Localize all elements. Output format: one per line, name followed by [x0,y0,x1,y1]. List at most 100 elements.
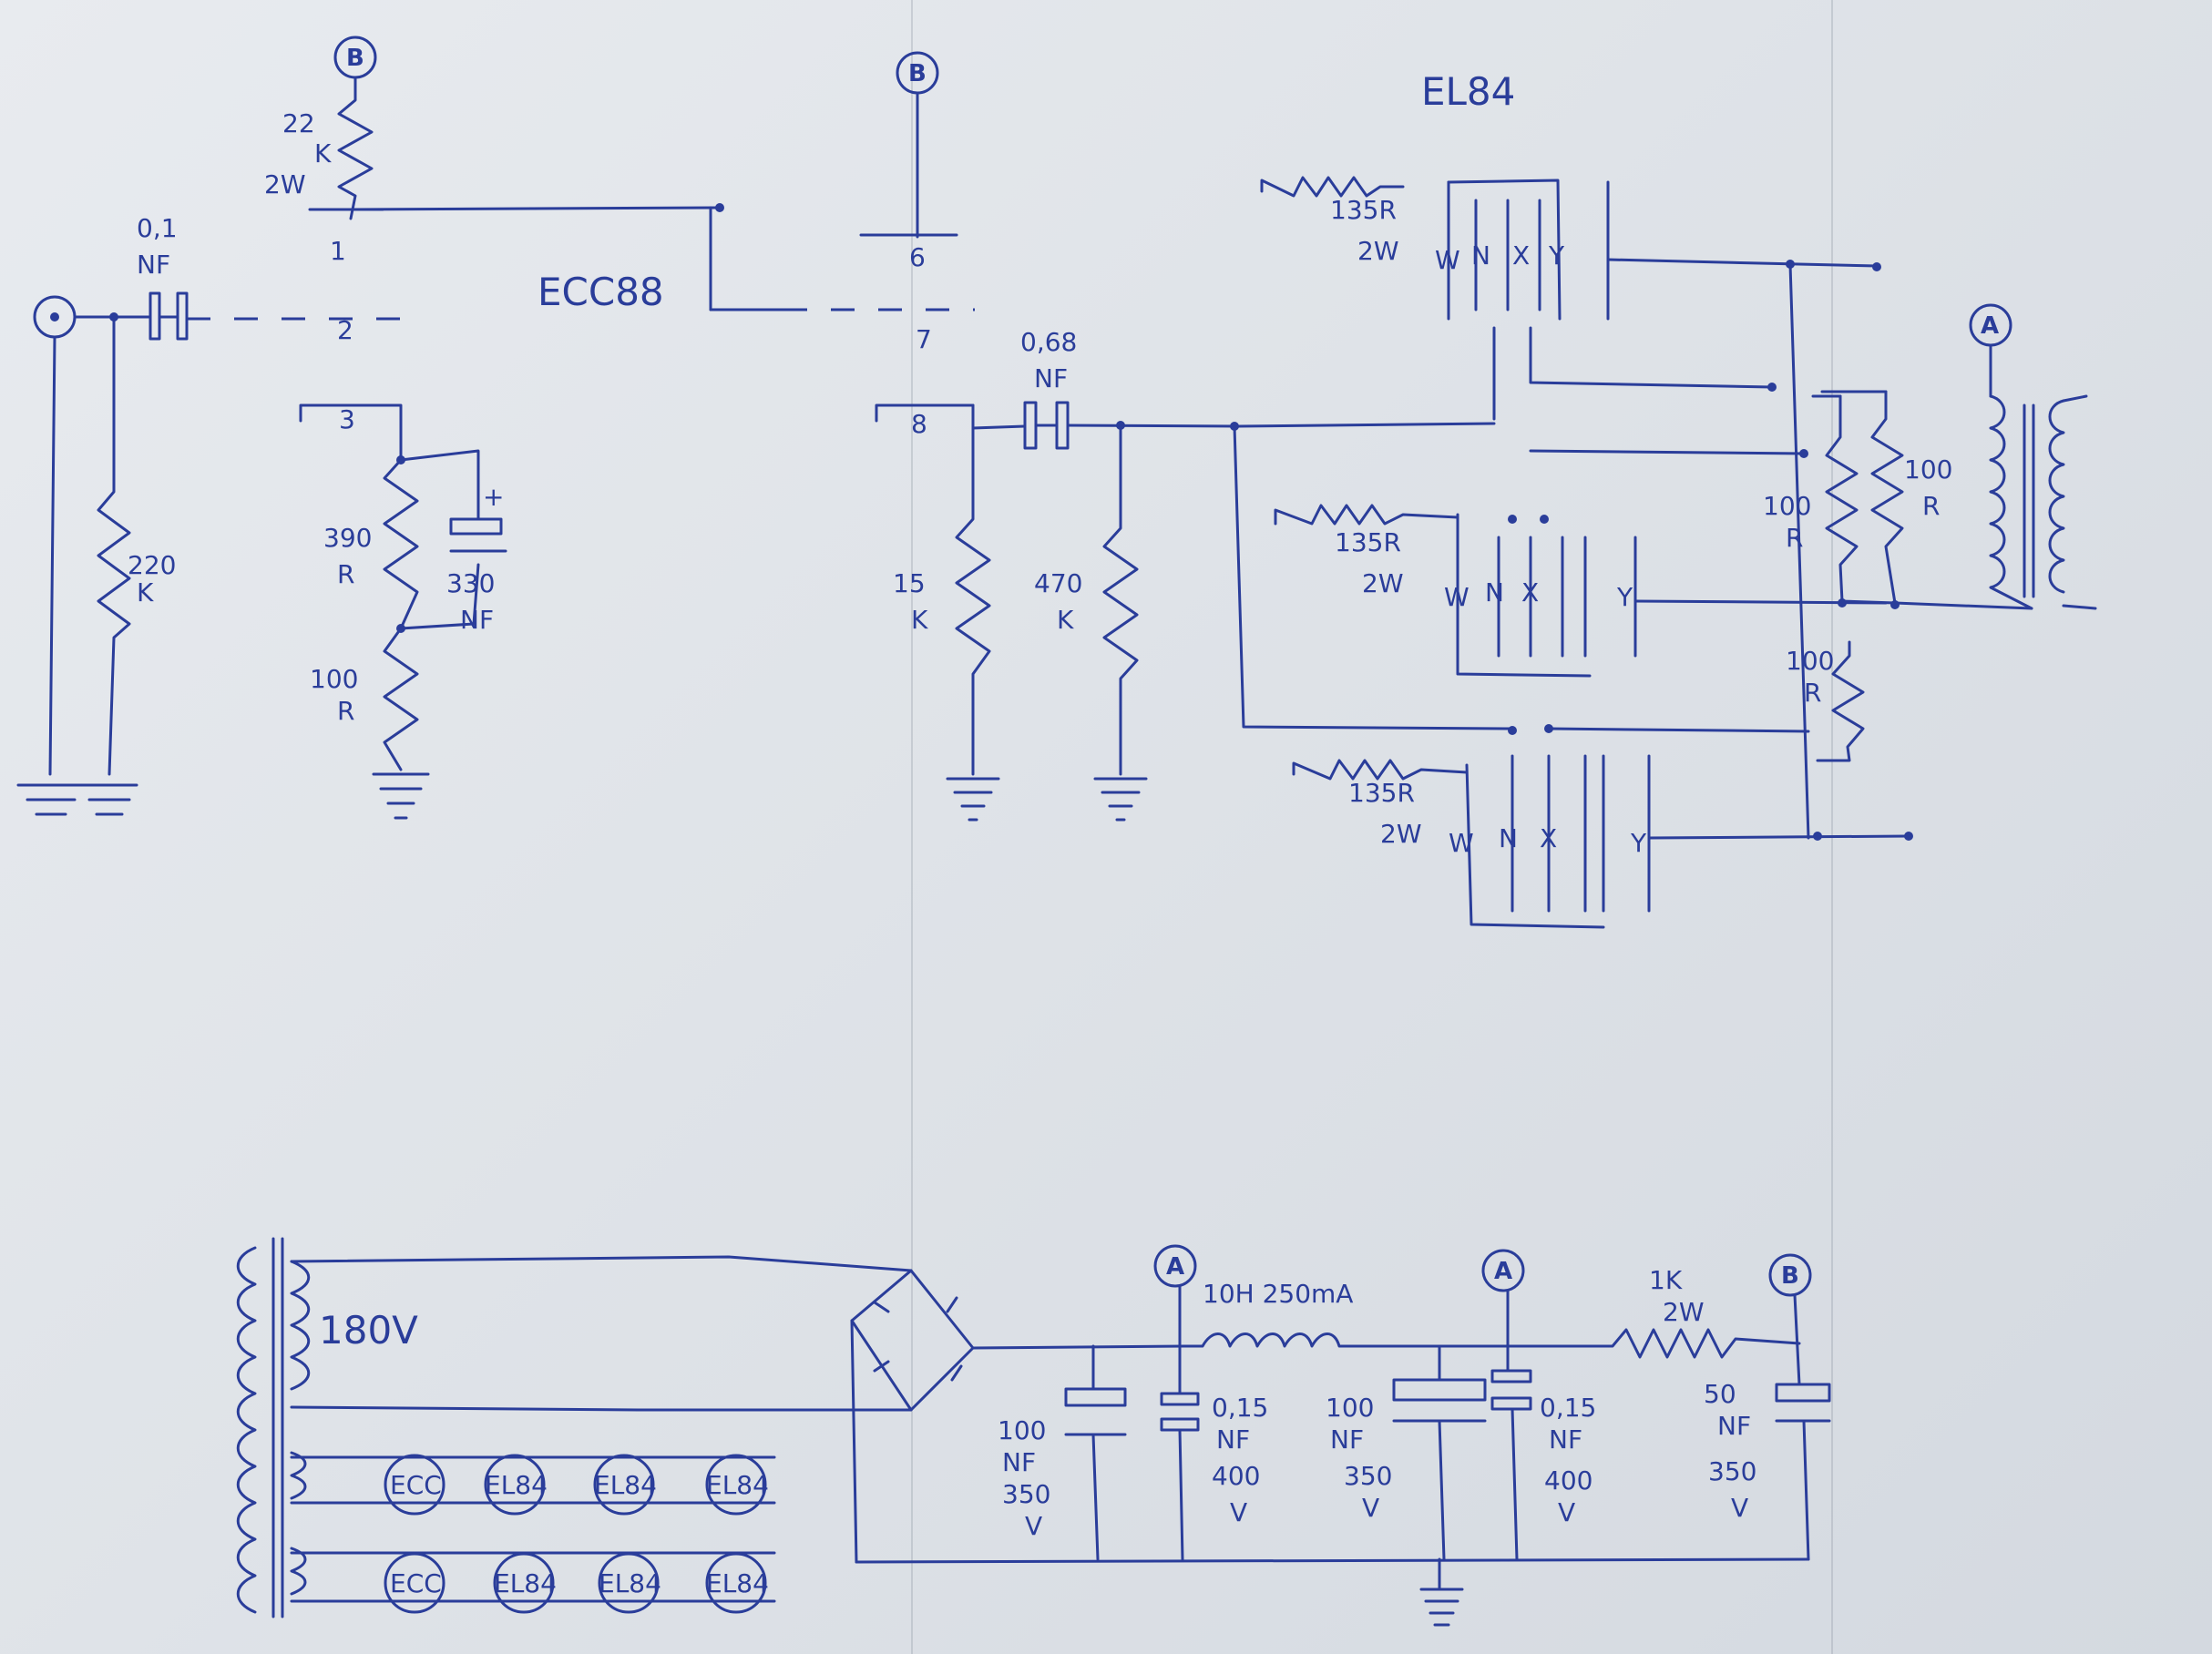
c3-voltage: 350 [1344,1461,1392,1491]
pin-mark-n: N [1499,823,1518,853]
el84-tube-3: 135R 2W W N X Y [1292,724,1910,929]
c2-unit: NF [1216,1424,1250,1455]
input-cap-unit: NF [137,250,170,280]
screen-r2-value: 100 [1904,454,1952,485]
plate-r1-value: 22 [282,108,315,138]
cathode-r-unit: R [1804,678,1821,708]
screen-r2-unit: R [1922,491,1940,521]
screen-r1-value: 100 [1763,491,1811,521]
cathode-cap-plus: + [483,482,504,512]
input-grid-resistor: 220 K [80,315,176,816]
pin-3: 3 [339,404,355,434]
grid-stopper-1-value: 135R [1330,195,1397,225]
heater-ecc-2: ECC [390,1568,442,1598]
c5-value: 50 [1704,1379,1736,1409]
c1-value: 100 [998,1415,1046,1445]
pin-mark-x: X [1521,577,1539,607]
c5-volt-unit: V [1731,1493,1748,1523]
heater-el84-2: EL84 [594,1470,657,1500]
grid-bus [1237,422,1496,428]
heater-el84-4: EL84 [494,1568,557,1598]
node-b-label: B [908,60,927,87]
c1-unit: NF [1002,1447,1036,1477]
pin-mark-y: Y [1630,828,1647,858]
stage2-cathode-resistor: 15 K [893,403,1000,822]
heater-el84-1: EL84 [485,1470,548,1500]
choke-value: 10H 250mA [1203,1279,1353,1309]
pin-mark-y: Y [1616,582,1633,612]
pin-mark-y: Y [1548,240,1565,271]
c3-volt-unit: V [1362,1493,1379,1523]
input-capacitor: 0,1 NF [137,213,189,341]
node-b-label: B [1781,1262,1799,1290]
paper-fold [1831,0,1833,1654]
grid-stopper-2-watt: 2W [1362,568,1404,598]
grid-stopper-1-watt: 2W [1357,236,1399,266]
cathode-r2-value: 100 [310,664,358,694]
node-a-label: A [1494,1258,1512,1285]
c3-value: 100 [1326,1393,1374,1423]
c3-unit: NF [1330,1424,1364,1455]
secondary-voltage: 180V [319,1308,418,1353]
c4-volt-unit: V [1558,1497,1575,1527]
c1-volt-unit: V [1025,1511,1042,1541]
c4-value: 0,15 [1540,1393,1596,1423]
pin-mark-n: N [1471,240,1490,271]
el84-tube-1: 135R 2W W N X Y [1260,176,1881,421]
input-grid-r-unit: K [137,577,154,607]
triode-1-cathode: 3 + 390 R 330 NF 100 R [299,403,507,820]
paper-fold [911,0,913,1654]
heater-el84-5: EL84 [599,1568,661,1598]
coupling-cap-unit: NF [1034,363,1068,393]
node-b-label: B [346,45,364,72]
pin-mark-w: W [1435,245,1460,275]
heater-ecc-1: ECC [390,1470,442,1500]
grid-bus-lower [1233,424,1514,730]
pin-1: 1 [330,236,346,266]
coupling-cap-value: 0,68 [1020,327,1077,357]
input-grid-r-value: 220 [128,550,176,580]
filter-chain: 100 NF 350 V A 0,15 NF 400 V 10H 250mA 1… [855,1244,1831,1627]
c5-unit: NF [1717,1411,1751,1441]
node-b-marker: B [333,36,377,79]
pin-mark-x: X [1540,823,1557,853]
input-cap-value: 0,1 [137,213,178,243]
node-b-marker: B [896,51,939,95]
triode-2: 6 7 8 [709,91,975,439]
pin-8: 8 [911,409,927,439]
heater-windings: ECC EL84 EL84 EL84 ECC EL84 EL84 EL84 [290,1451,776,1614]
node-a-label: A [1166,1253,1184,1281]
plate-r1-watt: 2W [264,169,306,199]
triode-1-plate: 1 [308,203,724,311]
grid-stopper-2-value: 135R [1335,527,1401,557]
ecc88-label: ECC88 [538,270,664,314]
heater-el84-3: EL84 [706,1470,769,1500]
c1-voltage: 350 [1002,1479,1050,1509]
stage2-cathode-r-unit: K [911,605,928,635]
c2-value: 0,15 [1212,1393,1268,1423]
c5-voltage: 350 [1708,1456,1756,1486]
output-transformer: A [1969,303,2097,610]
grid-stopper-3-value: 135R [1348,778,1415,808]
pin-mark-w: W [1444,582,1470,612]
cathode-r2-unit: R [337,696,354,726]
coupling-capacitor: 0,68 NF [971,327,1241,450]
stage2-grid-r-value: 470 [1034,568,1082,598]
screen-r1-unit: R [1786,523,1803,553]
stage2-grid-resistor: 470 K [1034,424,1148,822]
el84-label: EL84 [1421,69,1515,114]
cathode-cap-unit: NF [460,605,494,635]
cathode-r-value: 100 [1786,646,1834,676]
input-jack [16,295,86,816]
pin-6: 6 [909,242,926,272]
bridge-rectifier [850,1269,1186,1564]
pin-2: 2 [337,315,353,345]
output-bus: 100 R 100 R 100 R [1763,262,2033,841]
heater-el84-6: EL84 [706,1568,769,1598]
filter-r-watt: 2W [1663,1297,1705,1327]
pin-mark-w: W [1449,828,1474,858]
cathode-r1-value: 390 [323,523,372,553]
el84-tube-2: 135R 2W W N X Y [1274,449,1888,678]
